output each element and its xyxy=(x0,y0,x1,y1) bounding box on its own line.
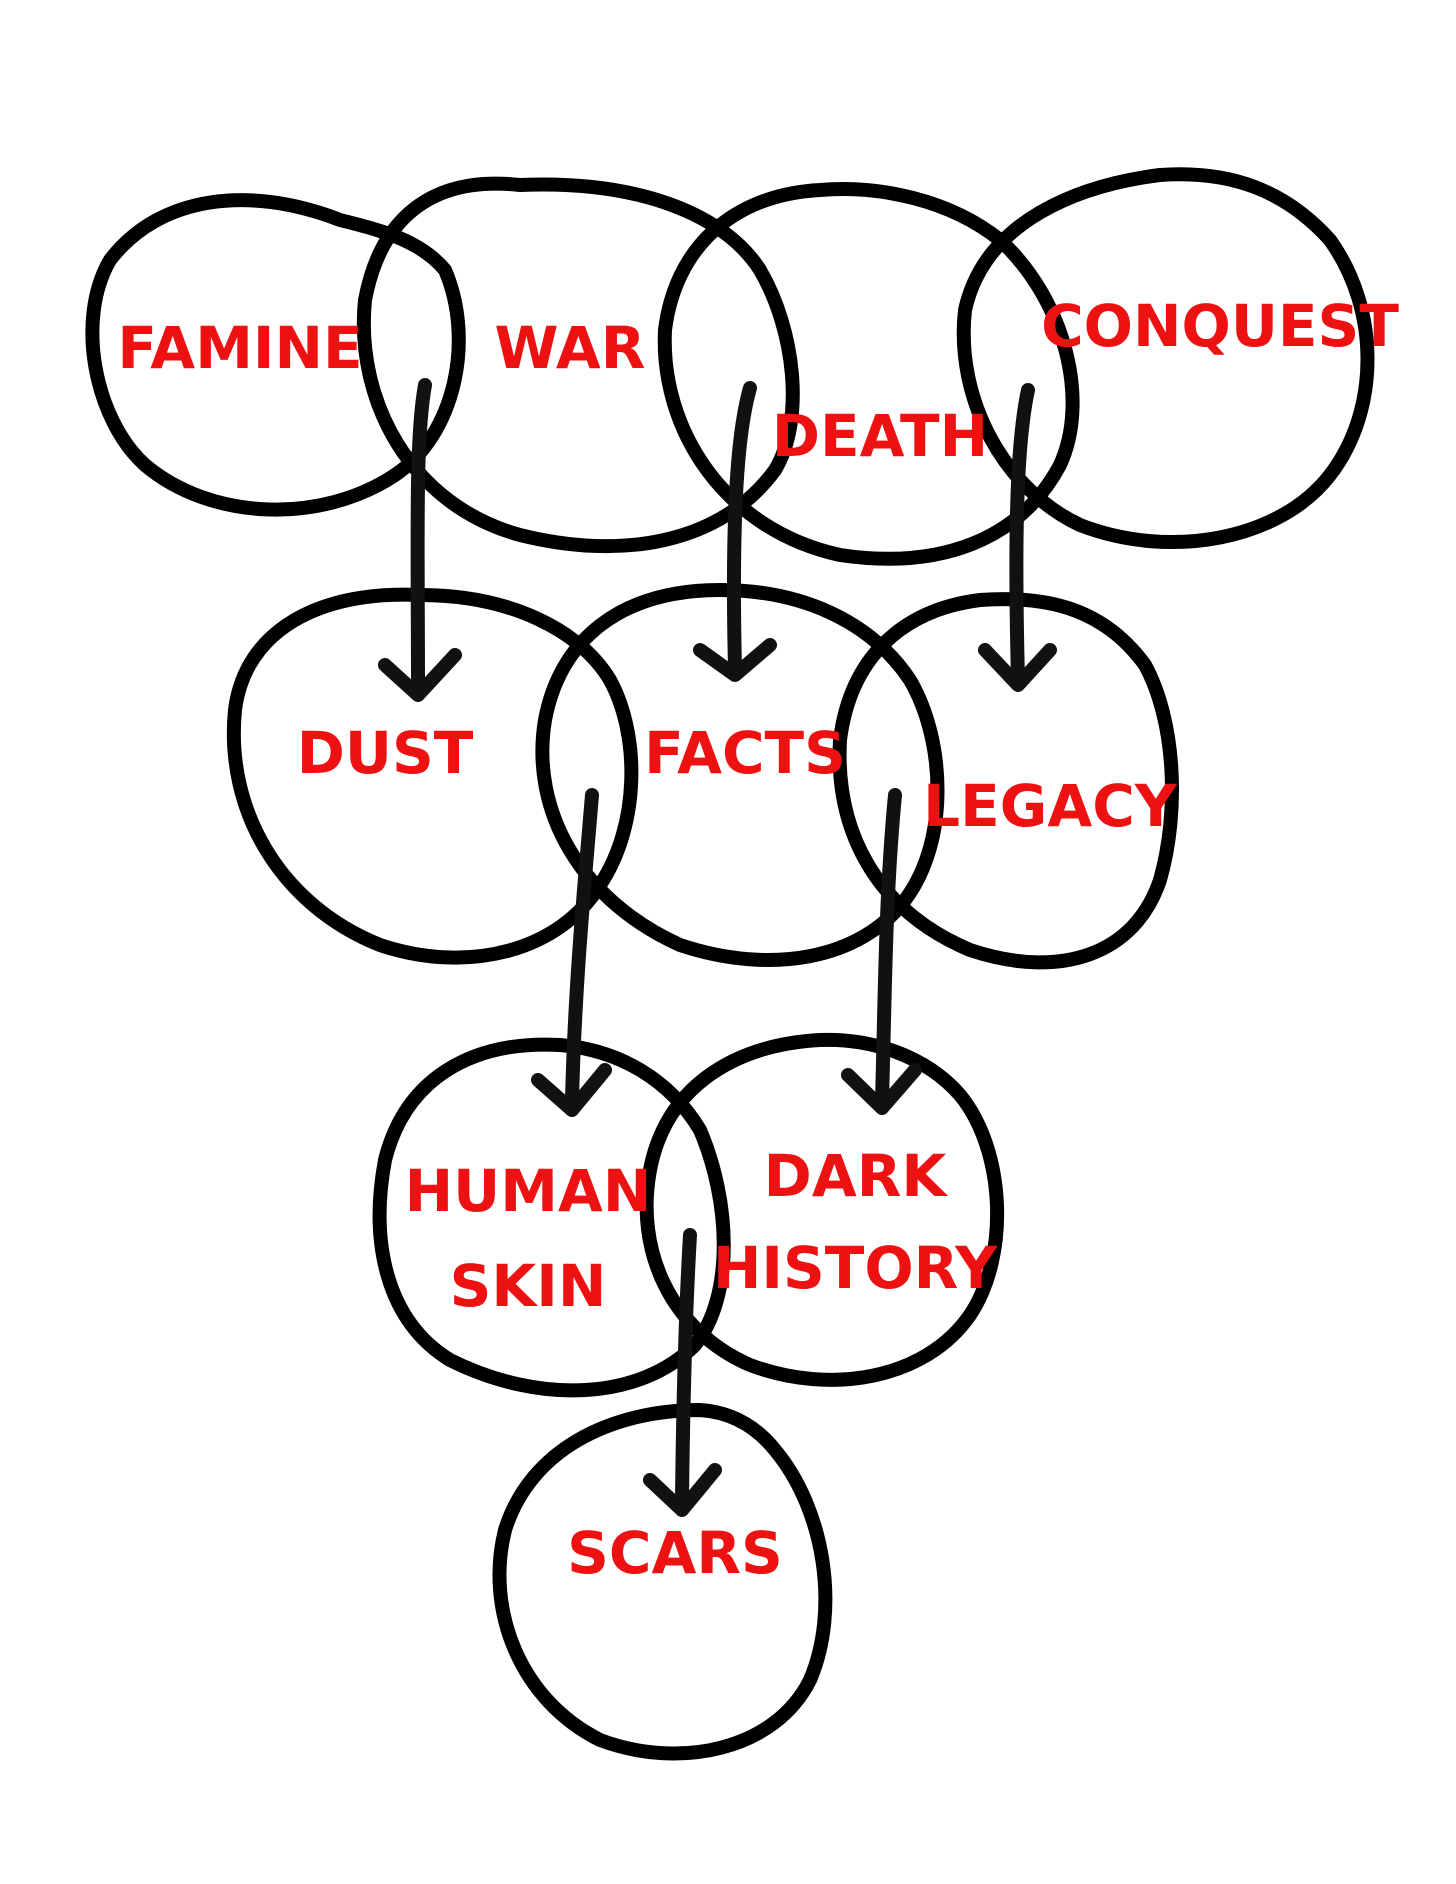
arrow-war-death-to-facts xyxy=(693,381,777,682)
famine-label: FAMINE xyxy=(117,314,362,382)
famine-circle xyxy=(85,193,466,517)
conquest-circle xyxy=(956,167,1375,550)
arrow-facts-legacy-to-dark-history xyxy=(841,788,922,1115)
death-label: DEATH xyxy=(772,402,988,470)
dust-label: DUST xyxy=(297,719,474,787)
arrow-dust-facts-to-human-skin xyxy=(531,788,612,1117)
legacy-circle xyxy=(832,592,1179,970)
arrow-death-conquest-to-legacy xyxy=(978,383,1057,692)
scars-circle xyxy=(492,1403,833,1761)
conquest-label: CONQUEST xyxy=(1041,292,1399,360)
facts-label: FACTS xyxy=(644,719,846,787)
dust-circle xyxy=(226,587,639,965)
human-skin-label-line2: SKIN xyxy=(450,1252,607,1320)
dark-history-circle xyxy=(639,1032,1005,1387)
human-skin-label-line1: HUMAN xyxy=(405,1157,652,1225)
arrow-famine-war-to-dust xyxy=(378,378,462,702)
war-label: WAR xyxy=(495,314,646,382)
scars-label: SCARS xyxy=(567,1519,783,1587)
dark-history-label-line2: HISTORY xyxy=(713,1234,998,1302)
human-skin-circle xyxy=(372,1037,731,1398)
dark-history-label-line1: DARK xyxy=(764,1142,949,1210)
facts-circle xyxy=(535,583,945,967)
legacy-label: LEGACY xyxy=(923,772,1178,840)
arrow-human-skin-dark-history-to-scars xyxy=(643,1228,722,1517)
war-circle xyxy=(356,176,800,554)
